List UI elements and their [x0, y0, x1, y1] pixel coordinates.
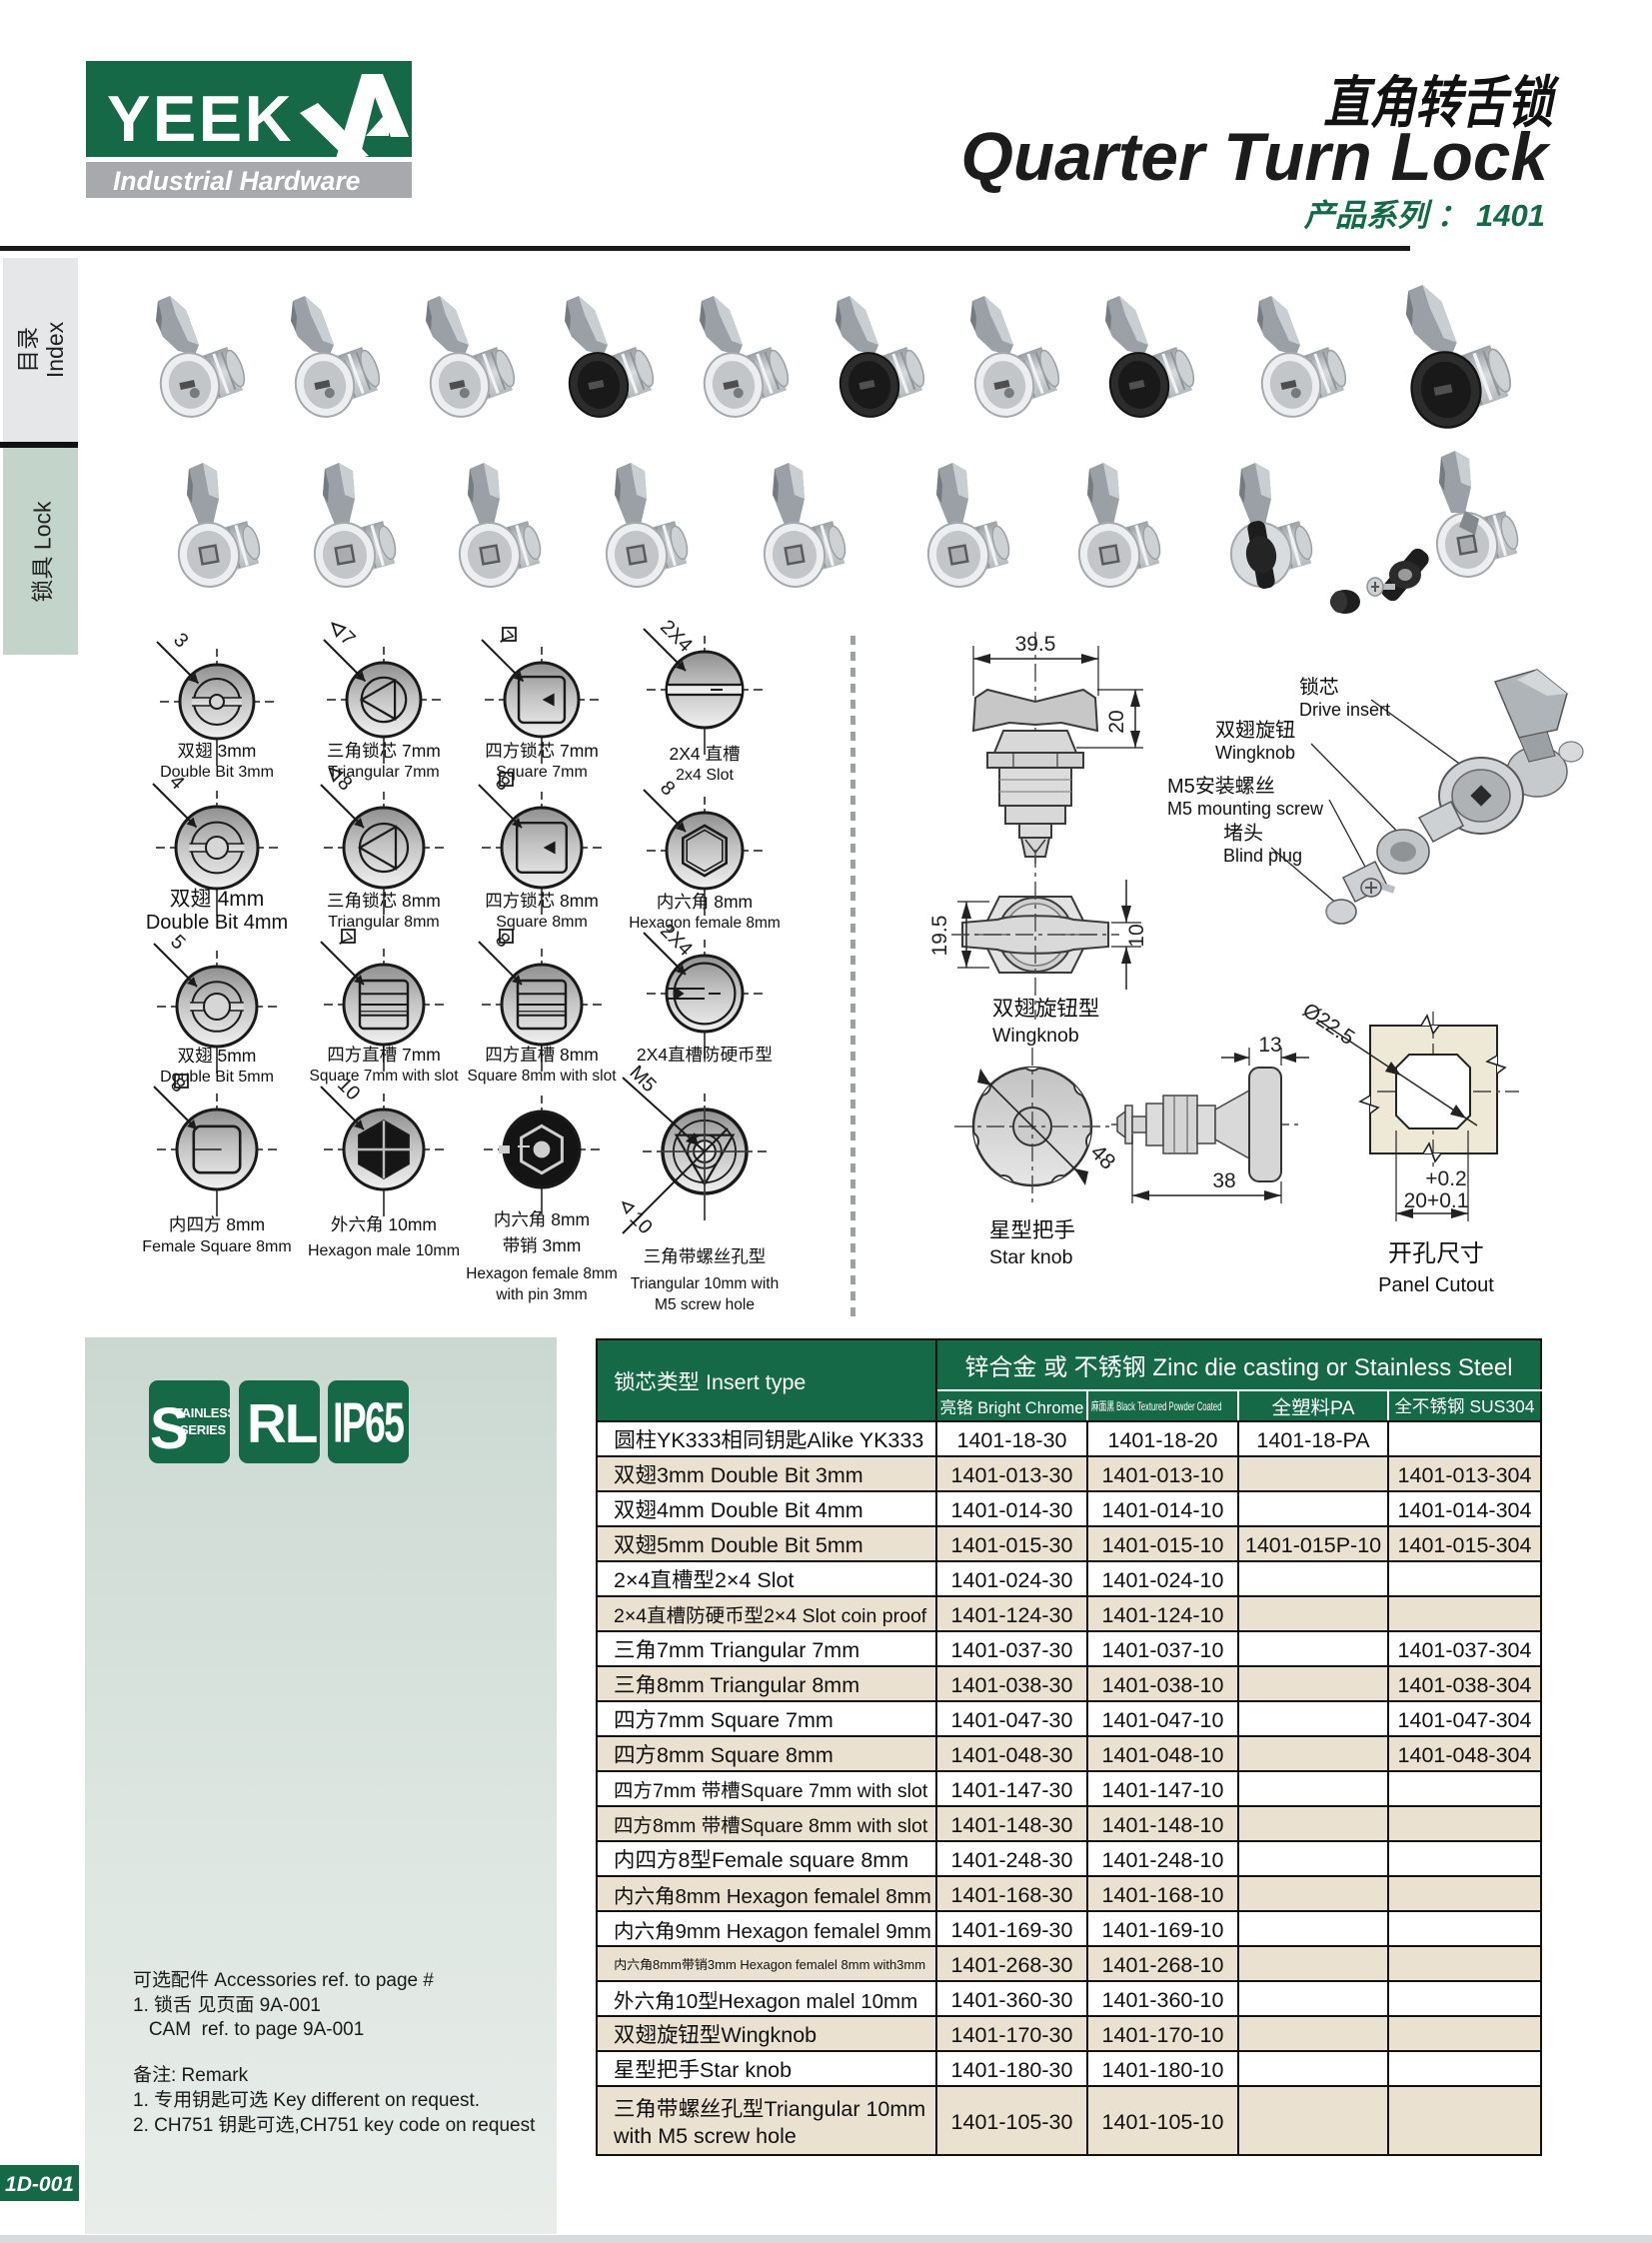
svg-text:2x4 Slot: 2x4 Slot	[676, 761, 734, 785]
svg-text:Hexagon male 10mm: Hexagon male 10mm	[308, 1236, 460, 1260]
svg-text:39.5: 39.5	[1015, 628, 1056, 658]
svg-text:19.5: 19.5	[923, 916, 953, 957]
svg-text:Double Bit 3mm: Double Bit 3mm	[160, 758, 274, 782]
svg-text:Double Bit 4mm: Double Bit 4mm	[146, 906, 288, 935]
svg-text:20: 20	[1100, 710, 1130, 733]
svg-text:YEEK: YEEK	[107, 66, 294, 160]
svg-text:星型把手: 星型把手	[989, 1213, 1075, 1244]
svg-text:四方锁芯 7mm: 四方锁芯 7mm	[485, 738, 599, 763]
svg-text:TAINLESS: TAINLESS	[175, 1402, 230, 1421]
svg-text:双翅 4mm: 双翅 4mm	[170, 883, 265, 913]
svg-text:内六角 8mm: 内六角 8mm	[657, 889, 753, 914]
svg-text:双翅旋钮: 双翅旋钮	[1215, 714, 1295, 743]
svg-text:三角锁芯 7mm: 三角锁芯 7mm	[327, 738, 441, 763]
svg-text:2X4直槽防硬币型: 2X4直槽防硬币型	[637, 1042, 773, 1067]
svg-text:M5 mounting screw: M5 mounting screw	[1167, 795, 1324, 821]
svg-text:+0.2: +0.2	[1425, 1162, 1466, 1192]
svg-text:3: 3	[168, 625, 196, 653]
svg-text:RL: RL	[247, 1380, 317, 1458]
svg-text:IP65: IP65	[333, 1380, 404, 1458]
svg-text:13: 13	[1258, 1029, 1281, 1059]
svg-text:M5 screw hole: M5 screw hole	[655, 1292, 755, 1314]
svg-text:M5安装螺丝: M5安装螺丝	[1167, 770, 1275, 799]
svg-text:Square 7mm with slot: Square 7mm with slot	[309, 1064, 459, 1086]
svg-text:四方锁芯 8mm: 四方锁芯 8mm	[485, 888, 599, 913]
svg-text:Square 7mm: Square 7mm	[496, 758, 588, 782]
svg-text:Wingknob: Wingknob	[992, 1019, 1079, 1048]
svg-text:Hexagon female 8mm: Hexagon female 8mm	[629, 911, 781, 933]
svg-text:Wingknob: Wingknob	[1215, 739, 1295, 765]
svg-text:7: 7	[335, 623, 363, 651]
svg-text:SERIES: SERIES	[180, 1419, 227, 1438]
svg-text:Female Square 8mm: Female Square 8mm	[142, 1232, 291, 1256]
svg-text:四方直槽 7mm: 四方直槽 7mm	[327, 1042, 441, 1067]
svg-text:三角锁芯 8mm: 三角锁芯 8mm	[327, 888, 441, 913]
svg-text:四方直槽 8mm: 四方直槽 8mm	[485, 1042, 599, 1067]
svg-text:Industrial Hardware: Industrial Hardware	[113, 159, 360, 198]
svg-text:双翅旋钮型: 双翅旋钮型	[992, 992, 1100, 1023]
svg-text:10: 10	[625, 1203, 661, 1239]
svg-text:Triangular 8mm: Triangular 8mm	[328, 908, 439, 932]
svg-text:Triangular 10mm with: Triangular 10mm with	[631, 1271, 779, 1293]
svg-text:2X4 直槽: 2X4 直槽	[670, 741, 741, 766]
svg-text:2X4: 2X4	[655, 612, 701, 658]
svg-text:Drive insert: Drive insert	[1299, 696, 1390, 722]
svg-text:10: 10	[1120, 924, 1150, 947]
svg-text:内四方 8mm: 内四方 8mm	[169, 1211, 265, 1236]
svg-text:8: 8	[655, 773, 683, 801]
svg-text:with pin 3mm: with pin 3mm	[495, 1282, 587, 1304]
svg-text:20+0.1: 20+0.1	[1404, 1184, 1469, 1214]
svg-text:Hexagon female 8mm: Hexagon female 8mm	[466, 1261, 618, 1283]
svg-text:Square 8mm: Square 8mm	[496, 908, 588, 932]
svg-text:Star knob: Star knob	[989, 1240, 1073, 1269]
svg-text:Square 8mm with slot: Square 8mm with slot	[467, 1064, 617, 1086]
svg-text:38: 38	[1212, 1164, 1235, 1194]
svg-text:S: S	[150, 1381, 189, 1463]
svg-text:锁芯: 锁芯	[1299, 671, 1339, 700]
svg-text:开孔尺寸: 开孔尺寸	[1388, 1233, 1484, 1268]
svg-text:Panel Cutout: Panel Cutout	[1378, 1268, 1494, 1297]
svg-text:Triangular 7mm: Triangular 7mm	[328, 758, 439, 782]
svg-text:三角带螺丝孔型: 三角带螺丝孔型	[644, 1243, 767, 1268]
svg-text:内六角 8mm: 内六角 8mm	[494, 1206, 590, 1231]
svg-text:双翅 3mm: 双翅 3mm	[178, 738, 257, 763]
svg-text:外六角 10mm: 外六角 10mm	[331, 1211, 437, 1236]
svg-text:双翅 5mm: 双翅 5mm	[178, 1043, 257, 1068]
svg-text:堵头: 堵头	[1223, 817, 1263, 846]
svg-text:带销 3mm: 带销 3mm	[503, 1232, 582, 1257]
